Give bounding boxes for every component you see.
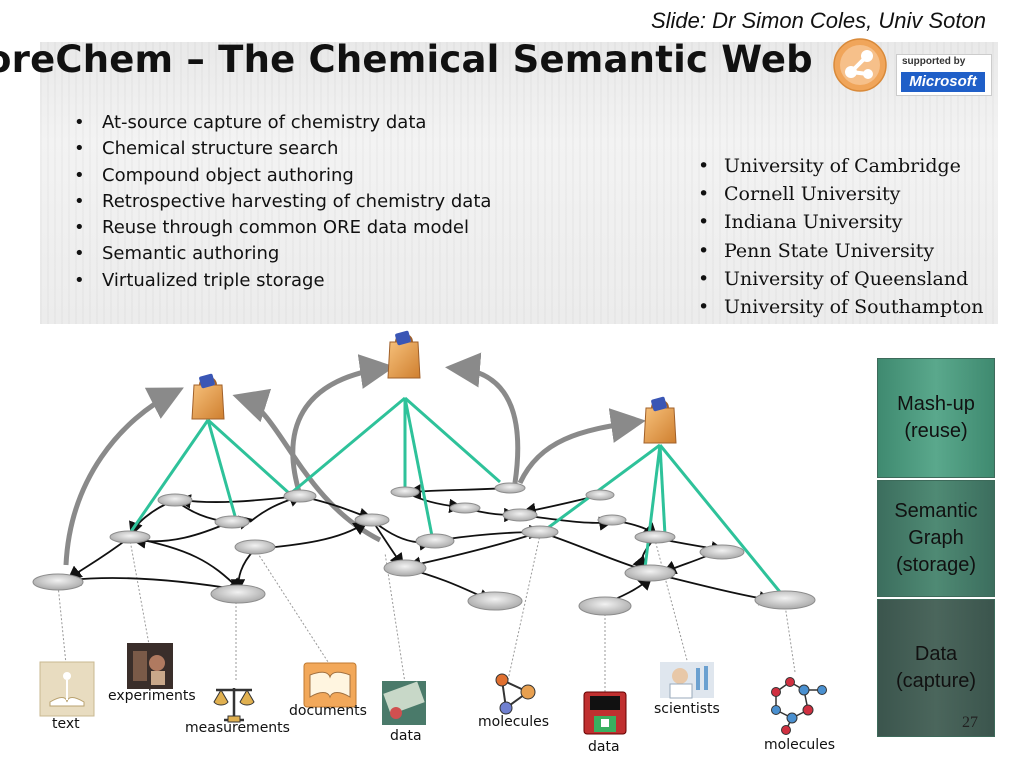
university-list: University of Cambridge Cornell Universi… xyxy=(694,152,984,321)
source-label-measurements: measurements xyxy=(185,720,290,736)
layer-label: Graph xyxy=(908,527,964,549)
university-item: University of Southampton xyxy=(694,293,984,321)
feature-item: Compound object authoring xyxy=(70,163,491,189)
graph-node xyxy=(754,590,816,610)
mashup-bag-icon xyxy=(643,396,677,444)
layer-label: (reuse) xyxy=(904,420,968,442)
experiments-icon xyxy=(127,643,173,689)
microsoft-badge: supported by Microsoft xyxy=(896,54,992,96)
teal-links xyxy=(128,396,782,593)
graph-node xyxy=(634,530,676,544)
graph-node xyxy=(502,508,538,522)
feature-list: At-source capture of chemistry data Chem… xyxy=(70,110,491,294)
graph-node xyxy=(415,533,455,549)
source-label-molecules: molecules xyxy=(478,714,550,730)
university-item: University of Cambridge xyxy=(694,152,984,180)
graph-node xyxy=(390,486,420,498)
university-item: Cornell University xyxy=(694,180,984,208)
layer-label: Data xyxy=(914,643,958,665)
graph-node xyxy=(283,489,317,503)
feature-item: At-source capture of chemistry data xyxy=(70,110,491,136)
data-floppy-icon xyxy=(583,691,627,735)
graph-node xyxy=(214,515,250,529)
layer-label: (storage) xyxy=(895,554,977,576)
measurements-icon xyxy=(213,688,255,723)
graph-node xyxy=(32,573,84,591)
graph-node xyxy=(624,564,676,582)
microsoft-logo: Microsoft xyxy=(901,72,985,92)
layer-label: Semantic xyxy=(894,500,978,522)
source-label-data: data xyxy=(588,739,620,755)
source-label-scientists: scientists xyxy=(654,701,720,717)
graph-node xyxy=(467,591,523,611)
graph-node xyxy=(585,489,615,501)
slide-title: oreChem – The Chemical Semantic Web xyxy=(0,38,813,81)
supported-by-label: supported by xyxy=(902,56,966,67)
graph-node xyxy=(578,596,632,616)
feature-item: Chemical structure search xyxy=(70,136,491,162)
university-item: University of Queensland xyxy=(694,265,984,293)
feature-item: Retrospective harvesting of chemistry da… xyxy=(70,189,491,215)
graph-node xyxy=(354,513,390,527)
graph-nodes xyxy=(32,482,816,616)
graph-node xyxy=(597,514,627,526)
layer-label: Mash-up xyxy=(897,393,975,415)
graph-node xyxy=(383,559,427,577)
graph-node xyxy=(109,530,151,544)
feature-item: Reuse through common ORE data model xyxy=(70,215,491,241)
source-label-experiments: experiments xyxy=(108,688,196,704)
feature-item: Virtualized triple storage xyxy=(70,268,491,294)
source-label-documents: documents xyxy=(289,703,367,719)
graph-node xyxy=(521,525,559,539)
data-image-icon xyxy=(382,681,426,725)
university-item: Penn State University xyxy=(694,237,984,265)
source-label-molecules: molecules xyxy=(764,737,836,753)
source-label-text: text xyxy=(52,716,80,732)
mashup-bag-icon xyxy=(387,330,421,379)
graph-node xyxy=(699,544,745,560)
layer-semantic-graph: Semantic Graph (storage) xyxy=(877,480,995,597)
layer-mashup: Mash-up (reuse) xyxy=(877,358,995,478)
page-number: 27 xyxy=(962,714,978,731)
graph-node xyxy=(210,584,266,604)
source-label-data: data xyxy=(390,728,422,744)
scientists-icon xyxy=(660,662,714,699)
layer-data: Data (capture) xyxy=(877,599,995,737)
graph-node xyxy=(494,482,526,494)
orechem-logo-icon xyxy=(833,38,887,92)
layer-label: (capture) xyxy=(895,670,977,692)
molecules-network-icon xyxy=(771,677,827,735)
molecules-icon xyxy=(495,673,536,715)
slide-credit: Slide: Dr Simon Coles, Univ Soton xyxy=(650,8,986,33)
source-connectors xyxy=(57,534,796,692)
documents-icon xyxy=(303,662,357,708)
graph-node xyxy=(234,539,276,555)
feature-item: Semantic authoring xyxy=(70,241,491,267)
graph-node xyxy=(449,502,481,514)
university-item: Indiana University xyxy=(694,208,984,236)
mashup-bag-icon xyxy=(191,373,225,420)
text-icon xyxy=(39,661,95,717)
graph-node xyxy=(157,493,193,507)
